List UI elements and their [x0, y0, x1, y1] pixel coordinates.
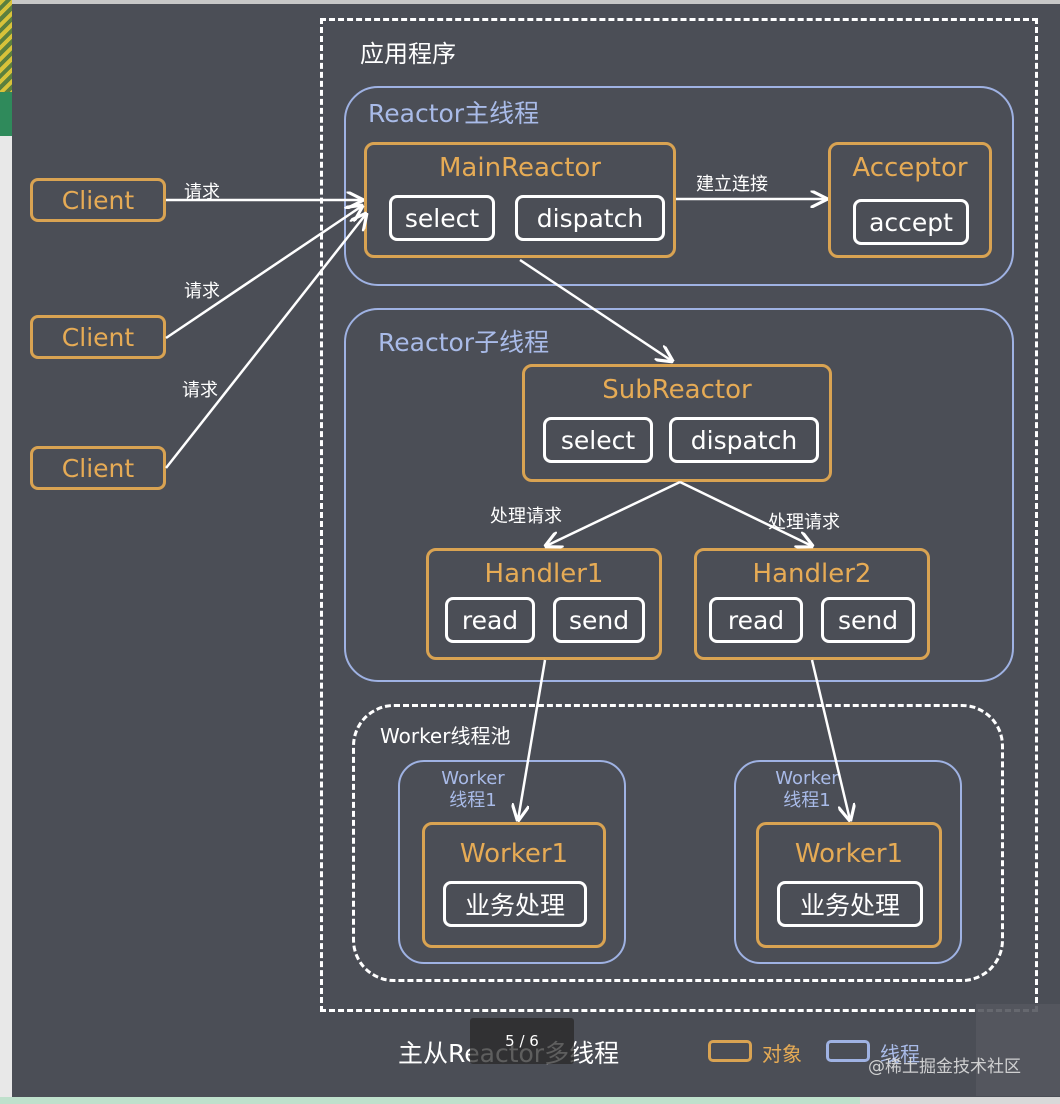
- arrow-client3-to-mainreactor: [165, 214, 366, 469]
- legend-object-swatch: [708, 1040, 752, 1062]
- client-box-2: Client: [30, 315, 166, 359]
- worker-thread-label-2-line1: Worker: [775, 768, 839, 789]
- client-box-3: Client: [30, 446, 166, 490]
- worker-thread-label-1-line1: Worker: [441, 768, 505, 789]
- worker-pool-title: Worker线程池: [380, 724, 511, 748]
- edge-label-establish: 建立连接: [696, 174, 768, 195]
- top-bar: [12, 0, 1060, 4]
- arrow-client2-to-mainreactor: [165, 206, 362, 340]
- application-title: 应用程序: [360, 40, 456, 68]
- legend-thread-label: 线程: [880, 1042, 920, 1066]
- left-strip-green: [0, 92, 12, 136]
- edge-label-handle-2: 处理请求: [768, 512, 840, 533]
- worker1-title-2: Worker1: [794, 839, 904, 869]
- reactor-sub-thread-title: Reactor子线程: [378, 328, 550, 357]
- worker1-box-2: Worker1 业务处理: [756, 822, 942, 948]
- arrow-handler2-to-worker1: [810, 659, 850, 820]
- worker1-task-1: 业务处理: [443, 881, 587, 927]
- worker1-title-1: Worker1: [459, 839, 569, 869]
- legend-object-label: 对象: [762, 1042, 802, 1066]
- reactor-main-thread-box: [344, 86, 1014, 286]
- handler1-box: Handler1 read send: [426, 548, 662, 660]
- handler2-read: read: [709, 597, 803, 643]
- page-indicator[interactable]: 5 / 6: [470, 1018, 574, 1064]
- legend-thread-swatch: [826, 1040, 870, 1062]
- left-strip-stripe: [0, 0, 12, 92]
- handler1-title: Handler1: [484, 559, 604, 589]
- edge-label-request-3: 请求: [182, 380, 218, 401]
- arrow-subreactor-to-handler1: [546, 480, 681, 546]
- acceptor-title: Acceptor: [852, 153, 968, 183]
- worker-thread-label-2: Worker 线程1: [762, 768, 852, 812]
- client-box-1: Client: [30, 178, 166, 222]
- worker-thread-label-1: Worker 线程1: [428, 768, 518, 812]
- handler2-box: Handler2 read send: [694, 548, 930, 660]
- arrow-subreactor-to-handler2: [679, 480, 812, 546]
- handler1-send: send: [553, 597, 645, 643]
- edge-label-handle-1: 处理请求: [490, 506, 562, 527]
- worker-thread-label-2-line2: 线程1: [783, 790, 831, 811]
- main-reactor-dispatch: dispatch: [515, 195, 665, 241]
- worker-thread-label-1-line2: 线程1: [449, 790, 497, 811]
- sub-reactor-select: select: [543, 417, 653, 463]
- sub-reactor-dispatch: dispatch: [669, 417, 819, 463]
- handler1-read: read: [445, 597, 535, 643]
- worker1-task-2: 业务处理: [777, 881, 923, 927]
- handler2-title: Handler2: [752, 559, 872, 589]
- left-window-strip: [0, 0, 12, 1104]
- reactor-main-thread-title: Reactor主线程: [368, 99, 540, 128]
- edge-label-request-1: 请求: [184, 182, 220, 203]
- application-box: [320, 18, 1038, 1012]
- sub-reactor-title: SubReactor: [602, 375, 752, 405]
- bottom-bar-highlight: [0, 1097, 860, 1104]
- sub-reactor-box: SubReactor select dispatch: [522, 364, 832, 482]
- worker1-box-1: Worker1 业务处理: [422, 822, 606, 948]
- acceptor-box: Acceptor accept: [828, 142, 992, 258]
- corner-blur-patch: [976, 1004, 1060, 1096]
- handler2-send: send: [821, 597, 915, 643]
- arrow-mainreactor-to-subreactor: [519, 258, 672, 361]
- main-reactor-select: select: [389, 195, 495, 241]
- reactor-sub-thread-box: [344, 308, 1014, 682]
- main-reactor-box: MainReactor select dispatch: [364, 142, 676, 258]
- worker-thread-box-2: [734, 760, 962, 964]
- bottom-bar: [0, 1097, 1060, 1104]
- arrow-handler1-to-worker1: [518, 659, 547, 820]
- worker-pool-box: [352, 704, 1004, 982]
- acceptor-accept: accept: [853, 199, 969, 245]
- worker-thread-box-1: [398, 760, 626, 964]
- main-reactor-title: MainReactor: [439, 153, 601, 183]
- edge-label-request-2: 请求: [184, 281, 220, 302]
- watermark-text: @稀土掘金技术社区: [868, 1057, 1021, 1077]
